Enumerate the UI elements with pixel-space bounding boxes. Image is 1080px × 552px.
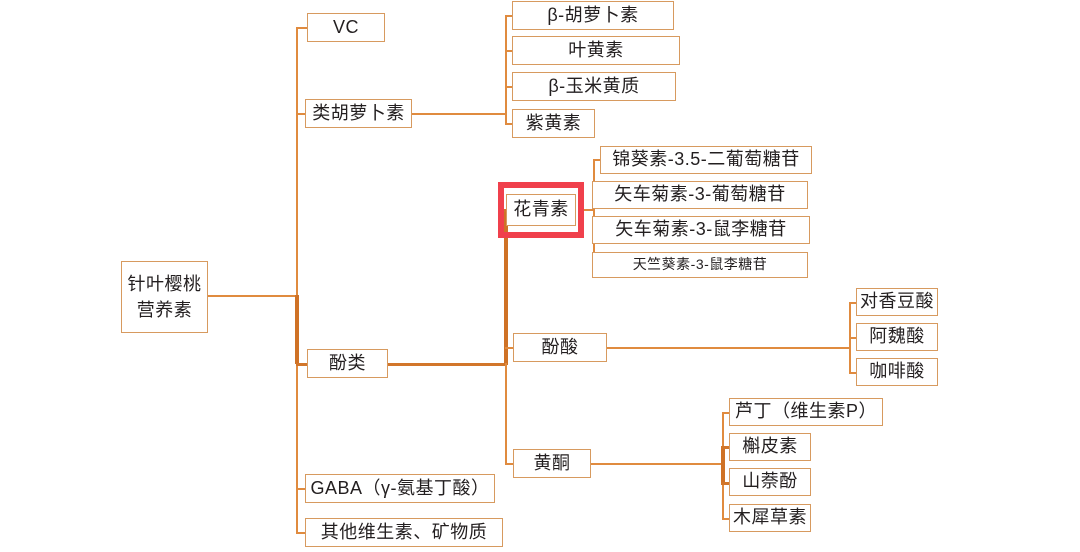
root-label-line1: 针叶樱桃: [127, 273, 202, 294]
node-quercetin-label: 槲皮素: [742, 436, 798, 457]
node-beta-cryptoxanthin[interactable]: β-玉米黄质: [512, 72, 676, 101]
node-caffeic-acid-label: 咖啡酸: [869, 361, 925, 382]
node-gaba-label: GABA（γ-氨基丁酸）: [310, 477, 490, 498]
anthocyanin-highlight-box: [498, 182, 584, 238]
node-p-coumaric-acid-label: 对香豆酸: [860, 291, 934, 312]
connector-trunk-carotenoid: [296, 113, 307, 115]
trunk-highlight-segment: [295, 295, 299, 364]
connector-phenolic-acid-spine: [607, 347, 850, 349]
connector-carotenoid-spine: [412, 113, 506, 115]
connector-flavone-child-1: [722, 412, 730, 414]
connector-flavone-spine: [591, 463, 722, 465]
node-phenolic-acid-label: 酚酸: [541, 336, 579, 357]
node-cyanidin-3-glucoside[interactable]: 矢车菊素-3-葡萄糖苷: [592, 181, 808, 209]
node-pelargonidin-3-rhamnoside-label: 天竺葵素-3-鼠李糖苷: [632, 256, 768, 273]
connector-trunk-vc: [296, 27, 307, 29]
node-others-label: 其他维生素、矿物质: [320, 521, 488, 542]
node-p-coumaric-acid[interactable]: 对香豆酸: [856, 288, 938, 316]
node-vc[interactable]: VC: [307, 13, 385, 42]
node-cyanidin-3-rhamnoside-label: 矢车菊素-3-鼠李糖苷: [615, 219, 787, 240]
anthocyanin-spine: [593, 159, 595, 266]
node-beta-carotene[interactable]: β-胡萝卜素: [512, 1, 674, 30]
node-kaempferol[interactable]: 山萘酚: [729, 468, 811, 496]
connector-trunk-phenolics: [296, 363, 307, 366]
node-kaempferol-label: 山萘酚: [742, 471, 798, 492]
phenolics-spine-lower: [505, 363, 507, 463]
connector-carotenoid-child-3: [505, 86, 513, 88]
node-violaxanthin[interactable]: 紫黄素: [512, 109, 595, 138]
node-flavone[interactable]: 黄酮: [513, 449, 591, 478]
connector-flavone-child-3: [721, 482, 729, 485]
node-others[interactable]: 其他维生素、矿物质: [305, 518, 503, 547]
node-luteolin[interactable]: 木犀草素: [729, 504, 811, 532]
node-carotenoid-label: 类胡萝卜素: [312, 102, 405, 123]
connector-phenolics-spine: [388, 363, 506, 366]
node-ferulic-acid-label: 阿魏酸: [869, 326, 925, 347]
connector-trunk-others: [296, 532, 307, 534]
trunk-lower: [296, 363, 298, 533]
node-beta-carotene-label: β-胡萝卜素: [547, 4, 639, 25]
phenolics-spine-upper: [504, 209, 508, 365]
node-phenolics[interactable]: 酚类: [307, 349, 388, 378]
connector-anthocyanin-spine: [583, 209, 594, 211]
connector-phenolics-phenolic-acid: [505, 347, 513, 349]
connector-phenolic-acid-child-3: [849, 372, 857, 374]
node-phenolic-acid[interactable]: 酚酸: [513, 333, 607, 362]
node-quercetin[interactable]: 槲皮素: [729, 433, 811, 461]
node-phenolics-label: 酚类: [329, 352, 366, 373]
connector-carotenoid-child-2: [505, 50, 513, 52]
connector-root-to-trunk: [207, 295, 297, 297]
node-luteolin-label: 木犀草素: [733, 507, 807, 528]
node-cyanidin-3-glucoside-label: 矢车菊素-3-葡萄糖苷: [614, 184, 786, 205]
root-node[interactable]: 针叶樱桃 营养素: [121, 261, 208, 333]
connector-carotenoid-child-4: [505, 123, 513, 125]
node-rutin-label: 芦丁（维生素P）: [734, 401, 877, 422]
node-carotenoid[interactable]: 类胡萝卜素: [305, 99, 412, 128]
node-lutein-label: 叶黄素: [568, 39, 624, 60]
node-lutein[interactable]: 叶黄素: [512, 36, 680, 65]
connector-anthocyanin-child-1: [593, 159, 601, 161]
node-pelargonidin-3-rhamnoside[interactable]: 天竺葵素-3-鼠李糖苷: [592, 252, 808, 278]
node-anthocyanin-label: 花青素: [513, 199, 569, 220]
connector-carotenoid-child-1: [505, 15, 513, 17]
node-malvidin-35-diglucoside[interactable]: 锦葵素-3.5-二葡萄糖苷: [600, 146, 812, 174]
connector-phenolic-acid-child-1: [849, 302, 857, 304]
node-gaba[interactable]: GABA（γ-氨基丁酸）: [305, 474, 495, 503]
node-cyanidin-3-rhamnoside[interactable]: 矢车菊素-3-鼠李糖苷: [592, 216, 810, 244]
node-ferulic-acid[interactable]: 阿魏酸: [856, 323, 938, 351]
connector-flavone-child-4: [722, 518, 730, 520]
flavone-spine-highlight: [721, 446, 725, 483]
node-flavone-label: 黄酮: [533, 452, 571, 473]
connector-phenolics-flavone: [505, 463, 513, 465]
node-caffeic-acid[interactable]: 咖啡酸: [856, 358, 938, 386]
connector-phenolic-acid-child-2: [849, 337, 857, 339]
carotenoid-spine: [505, 15, 507, 123]
node-beta-cryptoxanthin-label: β-玉米黄质: [548, 75, 640, 96]
trunk-upper: [296, 27, 298, 295]
node-violaxanthin-label: 紫黄素: [525, 112, 582, 133]
connector-flavone-child-2: [721, 446, 729, 449]
node-vc-label: VC: [332, 16, 359, 37]
node-anthocyanin[interactable]: 花青素: [506, 194, 576, 226]
root-label-line2: 营养素: [136, 300, 193, 320]
node-rutin[interactable]: 芦丁（维生素P）: [729, 398, 883, 426]
connector-trunk-gaba: [296, 488, 307, 490]
node-malvidin-35-diglucoside-label: 锦葵素-3.5-二葡萄糖苷: [612, 149, 800, 170]
